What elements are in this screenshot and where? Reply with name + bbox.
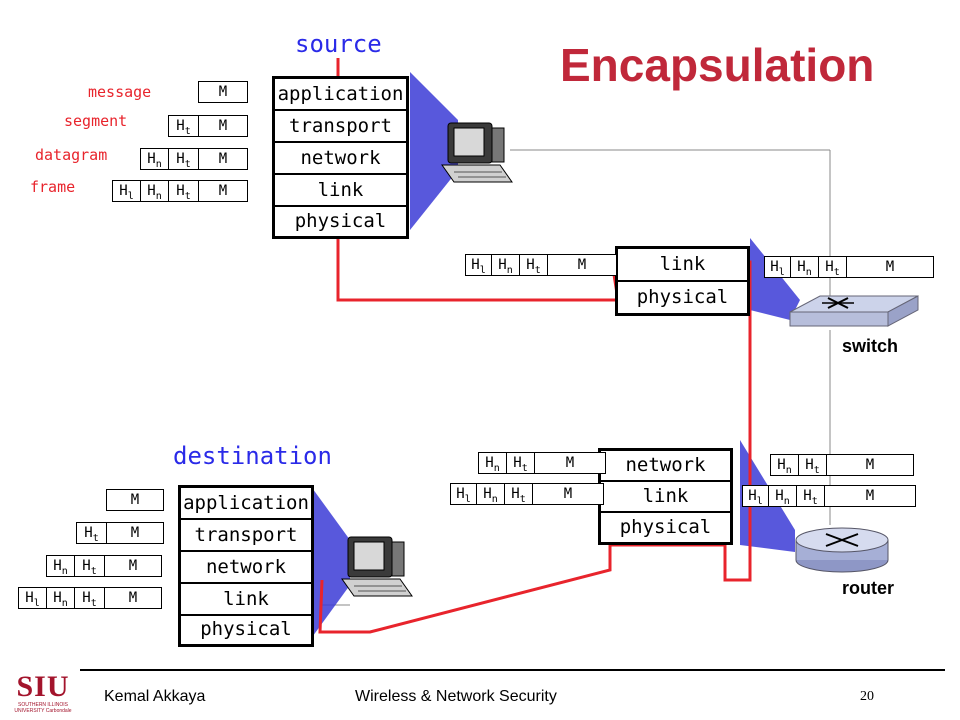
source-layer-physical: physical (294, 210, 387, 232)
payload-cell: M (218, 183, 228, 199)
payload-cell: M (865, 488, 875, 504)
router-label: router (842, 578, 895, 598)
switch-layer-link: link (618, 249, 747, 282)
router-layer-link: link (601, 482, 730, 513)
header-cell-l: Hl (466, 255, 492, 276)
router-layer-physical: physical (619, 516, 712, 538)
slide-title: Encapsulation (560, 39, 875, 91)
payload-cell: M (865, 457, 875, 473)
header-cell-l: Hl (765, 257, 791, 278)
header-cell-t: Ht (169, 149, 199, 170)
payload-cell: M (565, 455, 575, 471)
source-heading: source (295, 30, 382, 58)
footer-course: Wireless & Network Security (355, 688, 557, 705)
label-datagram: datagram (35, 146, 108, 164)
header-cell-n: Hn (492, 255, 520, 276)
source-layer-application: application (275, 79, 406, 111)
packet-segment-dst: Ht M (76, 522, 164, 544)
header-cell-t: Ht (77, 523, 107, 544)
header-cell-l: Hl (19, 588, 47, 609)
header-cell-l: Hl (743, 486, 769, 507)
header-cell-t: Ht (797, 486, 825, 507)
payload-cell: M (563, 486, 573, 502)
payload-cell: M (218, 118, 228, 134)
header-cell-t: Ht (819, 257, 847, 278)
source-projection (410, 72, 458, 230)
label-frame: frame (30, 178, 76, 196)
header-cell-l: Hl (451, 484, 477, 505)
switch-layer-physical: physical (636, 286, 729, 308)
payload-cell: M (218, 84, 228, 100)
header-cell-t: Ht (507, 453, 535, 474)
payload-cell: M (128, 558, 138, 574)
payload-cell: M (130, 525, 140, 541)
destination-heading: destination (173, 442, 332, 470)
header-cell-n: Hn (791, 257, 819, 278)
destination-projection (310, 485, 350, 640)
header-cell-t: Ht (520, 255, 548, 276)
header-cell-n: Hn (479, 453, 507, 474)
header-cell-l: Hl (113, 181, 141, 202)
header-cell-t: Ht (169, 181, 199, 202)
header-cell-t: Ht (75, 556, 105, 577)
header-cell-n: Hn (141, 181, 169, 202)
payload-cell: M (128, 590, 138, 606)
siu-logo-subtext: SOUTHERN ILLINOIS UNIVERSITY Carbondale (14, 702, 72, 714)
destination-computer (341, 536, 413, 597)
footer-page-number: 20 (860, 689, 874, 704)
header-cell-n: Hn (47, 588, 75, 609)
label-segment: segment (64, 112, 128, 130)
payload-cell: M (130, 492, 140, 508)
dest-layer-transport: transport (181, 520, 311, 552)
router-stack: network link physical (598, 448, 733, 545)
label-message: message (88, 83, 152, 101)
dest-layer-link: link (181, 584, 311, 616)
header-cell-t: Ht (75, 588, 105, 609)
packet-message-src: M (198, 81, 248, 103)
source-computer (441, 122, 513, 183)
header-cell-t: Ht (169, 116, 199, 137)
header-cell-n: Hn (771, 455, 799, 476)
packet-message-dst: M (106, 489, 164, 511)
source-layer-link: link (275, 175, 406, 207)
siu-logo-text: SIU (16, 670, 70, 703)
packet-segment-src: Ht M (168, 115, 248, 137)
source-layer-network: network (275, 143, 406, 175)
payload-cell: M (885, 259, 895, 275)
header-cell-n: Hn (769, 486, 797, 507)
footer-author: Kemal Akkaya (104, 688, 206, 705)
header-cell-t: Ht (799, 455, 827, 476)
switch-device (789, 295, 919, 327)
dest-layer-network: network (181, 552, 311, 584)
dest-layer-physical: physical (200, 618, 292, 640)
switch-label: switch (842, 336, 899, 356)
router-layer-network: network (601, 451, 730, 482)
switch-stack: link physical (615, 246, 750, 316)
source-layer-transport: transport (275, 111, 406, 143)
destination-stack: application transport network link physi… (178, 485, 314, 647)
header-cell-n: Hn (141, 149, 169, 170)
header-cell-n: Hn (47, 556, 75, 577)
header-cell-n: Hn (477, 484, 505, 505)
router-device (795, 527, 889, 573)
header-cell-t: Ht (505, 484, 533, 505)
source-stack: application transport network link physi… (272, 76, 409, 239)
payload-cell: M (577, 257, 587, 273)
payload-cell: M (218, 151, 228, 167)
siu-logo: SIU SOUTHERN ILLINOIS UNIVERSITY Carbond… (8, 672, 78, 716)
switch-projection (750, 238, 800, 320)
dest-layer-application: application (181, 488, 311, 520)
